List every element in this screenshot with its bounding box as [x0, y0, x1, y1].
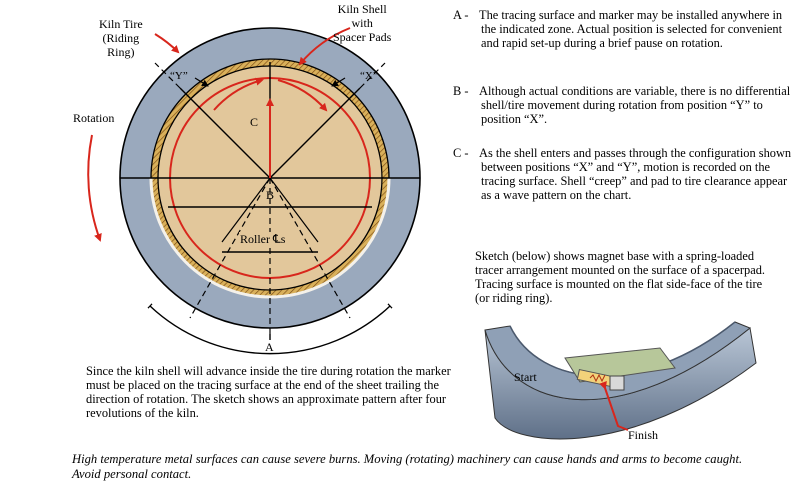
- label-b: B: [266, 188, 275, 202]
- kiln-tire-label-group: Kiln Tire (Riding Ring): [99, 17, 143, 59]
- label-c: C: [250, 115, 259, 129]
- finish-leader: [599, 381, 629, 431]
- position-x-label: “X”: [360, 70, 378, 82]
- rotation-label: Rotation: [73, 111, 115, 125]
- note-a-text: The tracing surface and marker may be in…: [479, 8, 783, 50]
- roller-label: Roller ℄s: [239, 232, 287, 246]
- position-y-label: “Y”: [170, 70, 188, 82]
- tracer-sketch: [484, 321, 757, 440]
- safety-warning: High temperature metal surfaces can caus…: [72, 452, 743, 481]
- rotation-arrow: [87, 134, 102, 242]
- caption: Since the kiln shell will advance inside…: [86, 364, 451, 420]
- kiln-tire-label: Kiln Tire: [99, 17, 143, 31]
- finish-label: Finish: [628, 428, 659, 442]
- note-b-key: B -: [453, 84, 469, 98]
- tire-leader-arrow: [154, 33, 180, 54]
- start-label: Start: [514, 370, 537, 384]
- zone-a-arc: [147, 303, 393, 355]
- note-c: C - As the shell enters and passes throu…: [453, 146, 798, 202]
- label-a: A: [265, 340, 274, 354]
- note-b: B - Although actual conditions are varia…: [453, 84, 798, 126]
- note-b-text: Although actual conditions are variable,…: [479, 84, 791, 126]
- note-a-key: A -: [453, 8, 469, 22]
- tracer-head: [609, 375, 625, 391]
- sketch-description: Sketch (below) shows magnet base with a …: [475, 249, 766, 305]
- note-c-text: As the shell enters and passes through t…: [479, 146, 792, 202]
- note-a: A - The tracing surface and marker may b…: [453, 8, 798, 50]
- riding-ring-label: (Riding Ring): [102, 31, 140, 59]
- note-c-key: C -: [453, 146, 469, 160]
- shell-leader-arrow: [298, 27, 351, 66]
- kiln-shell-label: Kiln Shell with Spacer Pads: [333, 2, 392, 44]
